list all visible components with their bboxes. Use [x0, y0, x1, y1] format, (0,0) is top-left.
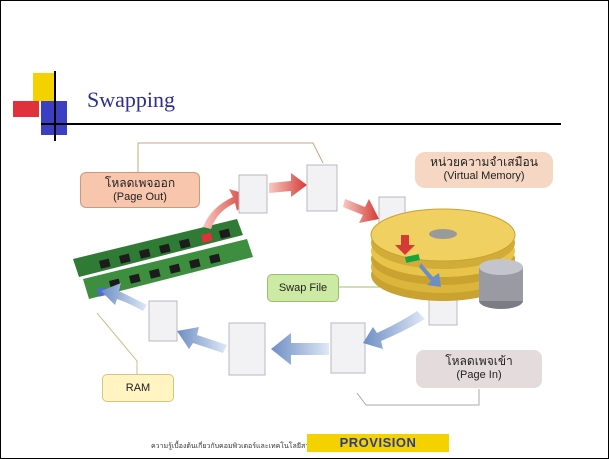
page-in-label-thai: โหลดเพจเข้า	[445, 354, 513, 368]
hard-disk	[370, 208, 523, 309]
page-in-label-en: (Page In)	[456, 369, 502, 381]
ram-connector	[96, 312, 138, 374]
ram-label: RAM	[102, 374, 174, 402]
page-in-3	[148, 300, 178, 342]
page-out-label-en: (Page Out)	[113, 191, 167, 203]
pagein-connector	[356, 389, 480, 406]
ram-modules	[73, 219, 253, 299]
arrow-disk-to-pagein1	[363, 311, 425, 349]
red-square	[13, 101, 39, 117]
page-icons	[148, 164, 458, 376]
arrow-pagein3-to-ram	[101, 283, 147, 311]
arrow-page1-to-page2	[269, 173, 307, 197]
title-rule	[41, 123, 561, 125]
virtual-memory-label-thai: หน่วยความจำเสมือน	[430, 155, 538, 169]
slide-title: Swapping	[87, 87, 175, 112]
footer-text: ความรู้เบื้องต้นเกี่ยวกับคอมพิวเตอร์และเ…	[151, 443, 334, 450]
ram-module-back	[73, 219, 243, 277]
page-in-label: โหลดเพจเข้า (Page In)	[416, 350, 542, 388]
arrow-pagein2-to-pagein3	[177, 327, 227, 353]
page-out-label: โหลดเพจออก (Page Out)	[80, 172, 200, 208]
ram-red-block	[201, 232, 213, 243]
arrow-ram-to-page1	[203, 189, 249, 229]
virtual-memory-label: หน่วยความจำเสมือน (Virtual Memory)	[415, 152, 553, 188]
page-in-1	[330, 322, 366, 374]
yellow-square	[33, 73, 55, 101]
swap-file-marker	[405, 254, 420, 263]
page-out-arrows	[203, 173, 379, 229]
page-in-2	[228, 322, 266, 376]
swap-file-label: Swap File	[267, 274, 339, 302]
page-out-2	[306, 164, 338, 212]
page-out-1	[238, 174, 268, 214]
disk-motor	[479, 259, 523, 309]
arrow-disk-down-1	[395, 235, 415, 255]
page-out-label-thai: โหลดเพจออก	[104, 176, 176, 190]
provision-logo: PROVISION	[307, 434, 449, 452]
pageout-connector	[137, 142, 324, 172]
ram-blue-block	[97, 287, 107, 297]
disk-spindle	[429, 229, 457, 239]
virtual-memory-label-en: (Virtual Memory)	[443, 170, 525, 182]
corner-decoration	[13, 71, 67, 141]
page-in-arrows	[101, 283, 425, 365]
ram-module-front	[83, 239, 253, 299]
arrow-disk-down-2	[419, 263, 441, 287]
arrow-pagein1-to-pagein2	[271, 333, 329, 365]
arrow-page2-to-page3	[343, 199, 379, 223]
